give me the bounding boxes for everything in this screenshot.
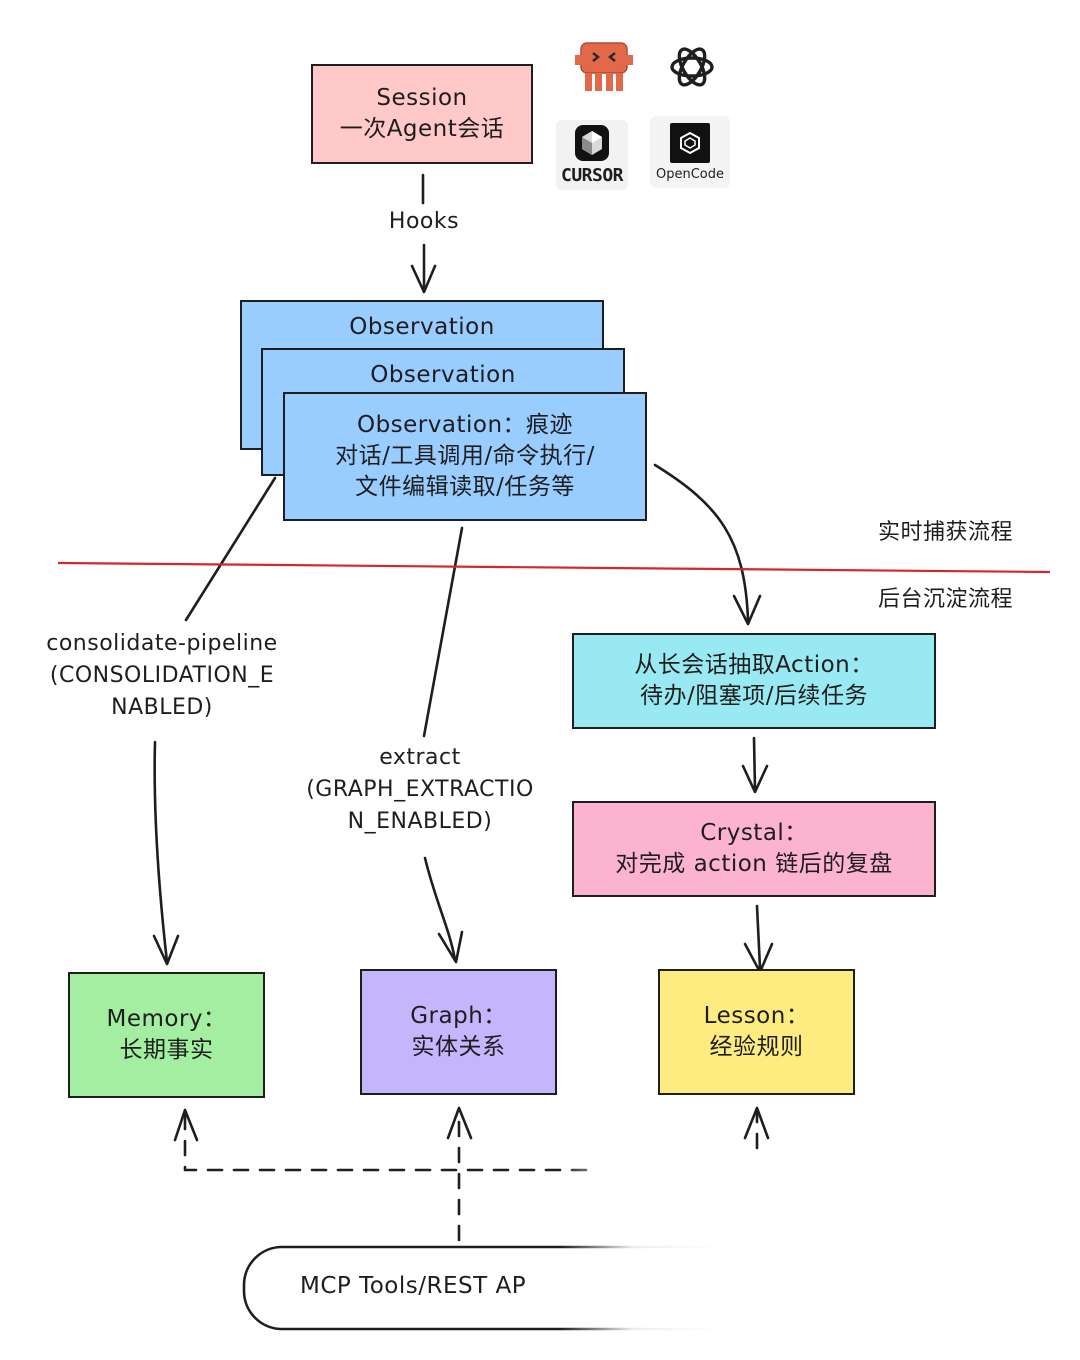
background-settle-label: 后台沉淀流程 xyxy=(878,587,1014,612)
lesson-node: Lesson： 经验规则 xyxy=(658,969,855,1095)
realtime-capture-label: 实时捕获流程 xyxy=(878,520,1014,545)
consolidate-line2: (CONSOLIDATION_E xyxy=(49,662,275,688)
arrowhead-mcp-lesson xyxy=(743,1106,770,1140)
extract-line1: extract xyxy=(379,745,461,770)
memory-line2: 长期事实 xyxy=(119,1037,214,1063)
edge-observation-to-consolidate xyxy=(184,476,277,622)
manus-robot-logo xyxy=(573,38,635,96)
memory-line1: Memory： xyxy=(106,1005,227,1032)
observation-front-title: Observation：痕迹 xyxy=(356,411,574,438)
action-line2: 待办/阻塞项/后续任务 xyxy=(640,683,868,709)
observation-front-node: Observation：痕迹 对话/工具调用/命令执行/ 文件编辑读取/任务等 xyxy=(283,392,647,521)
manus-robot-icon xyxy=(575,42,633,91)
crystal-line2: 对完成 action 链后的复盘 xyxy=(615,851,893,877)
arrowhead-action xyxy=(732,594,762,626)
memory-node: Memory： 长期事实 xyxy=(68,972,265,1098)
cursor-logo: CURSOR xyxy=(556,120,628,190)
session-subtitle: 一次Agent会话 xyxy=(339,116,505,142)
observation-front-line3: 文件编辑读取/任务等 xyxy=(355,474,575,501)
divider-line xyxy=(57,561,1051,574)
edge-observation-to-action xyxy=(653,463,750,622)
extract-line2: (GRAPH_EXTRACTIO xyxy=(306,776,534,802)
action-node: 从长会话抽取Action： 待办/阻塞项/后续任务 xyxy=(572,633,936,729)
consolidate-line3: NABLED) xyxy=(111,694,213,720)
edge-observation-to-extract xyxy=(422,526,464,738)
opencode-logo-icon xyxy=(670,122,710,163)
observation-back-title-2: Observation xyxy=(370,362,516,388)
openai-logo-icon xyxy=(670,47,714,87)
arrowhead-graph xyxy=(437,930,464,964)
lesson-line1: Lesson： xyxy=(703,1002,810,1029)
edge-crystal-to-lesson xyxy=(755,904,762,970)
extract-line3: N_ENABLED) xyxy=(347,808,493,834)
cursor-logo-icon xyxy=(575,124,609,161)
edge-extract-to-graph xyxy=(423,856,457,962)
edge-mcp-horizontal xyxy=(183,1113,592,1172)
arrowhead-mcp-memory xyxy=(173,1108,199,1142)
observation-back-title-1: Observation xyxy=(349,314,495,340)
arrowhead-crystal xyxy=(741,764,769,794)
edge-action-to-crystal xyxy=(752,736,757,792)
consolidate-pipeline-label: consolidate-pipeline (CONSOLIDATION_E NA… xyxy=(12,628,312,724)
crystal-line1: Crystal： xyxy=(700,819,808,846)
openai-logo xyxy=(662,38,722,96)
observation-front-line2: 对话/工具调用/命令执行/ xyxy=(335,442,595,469)
graph-line2: 实体关系 xyxy=(411,1034,506,1060)
fade-overlay xyxy=(560,1150,1080,1360)
action-line1: 从长会话抽取Action： xyxy=(634,651,874,678)
arrowhead-mcp-graph xyxy=(446,1106,473,1140)
graph-line1: Graph： xyxy=(410,1002,507,1029)
session-node: Session 一次Agent会话 xyxy=(311,64,533,164)
graph-node: Graph： 实体关系 xyxy=(360,969,557,1095)
opencode-logo-text: OpenCode xyxy=(655,166,724,182)
crystal-node: Crystal： 对完成 action 链后的复盘 xyxy=(572,801,936,897)
consolidate-line1: consolidate-pipeline xyxy=(46,631,278,656)
lesson-line2: 经验规则 xyxy=(709,1034,804,1060)
opencode-logo: OpenCode xyxy=(650,116,730,188)
session-title: Session xyxy=(376,84,468,111)
extract-label: extract (GRAPH_EXTRACTIO N_ENABLED) xyxy=(262,742,578,838)
arrowhead-hooks xyxy=(410,264,437,294)
edge-consolidate-to-memory xyxy=(153,740,169,964)
cursor-logo-text: CURSOR xyxy=(560,164,624,186)
hooks-label: Hooks xyxy=(388,209,460,234)
mcp-tools-label: MCP Tools/REST AP xyxy=(300,1273,527,1299)
arrowhead-memory xyxy=(152,934,180,966)
